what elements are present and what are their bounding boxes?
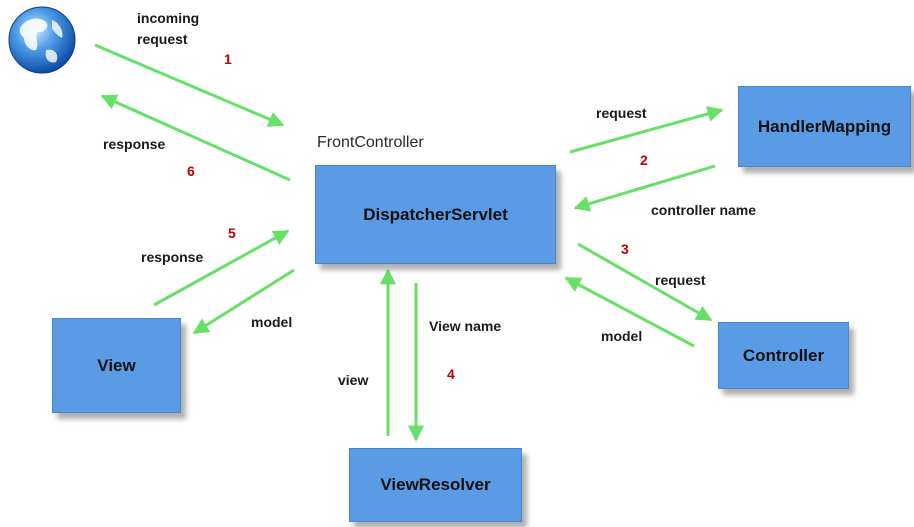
step-number-5: 5 <box>228 225 236 241</box>
step-number-6: 6 <box>187 163 195 179</box>
step-number-1: 1 <box>224 51 232 67</box>
model-from-controller-label: model <box>601 328 643 344</box>
view-name-label: View name <box>429 318 502 334</box>
step-number-3: 3 <box>621 241 629 257</box>
incoming-request-label-line2: request <box>137 31 188 47</box>
view-label: view <box>338 372 369 388</box>
arrow-controller-name <box>573 164 716 212</box>
step-number-2: 2 <box>640 152 648 168</box>
model-to-view-label: model <box>251 314 293 330</box>
globe-icon <box>8 6 76 74</box>
arrow-response-to-client <box>100 94 291 182</box>
dispatcher-servlet-box: DispatcherServlet <box>315 165 556 264</box>
arrow-model-from-controller <box>564 276 695 348</box>
view-resolver-box: ViewResolver <box>349 448 522 522</box>
response-from-view-label: response <box>141 249 204 265</box>
arrow-response-from-view <box>153 229 290 307</box>
incoming-request-label-line1: incoming <box>137 10 200 26</box>
arrow-model-to-view <box>192 268 295 335</box>
arrow-request-to-controller <box>577 242 713 322</box>
request-to-controller-label: request <box>655 272 706 288</box>
controller-box: Controller <box>718 322 849 389</box>
controller-name-label: controller name <box>651 202 757 218</box>
arrow-request-to-handler-mapping <box>569 106 724 154</box>
step-number-4: 4 <box>447 366 455 382</box>
arrow-incoming-request <box>94 43 285 127</box>
handler-mapping-box: HandlerMapping <box>738 86 911 167</box>
request-to-handler-mapping-label: request <box>596 105 647 121</box>
front-controller-caption: FrontController <box>317 134 424 151</box>
response-to-client-label: response <box>103 136 166 152</box>
view-box: View <box>52 318 181 413</box>
